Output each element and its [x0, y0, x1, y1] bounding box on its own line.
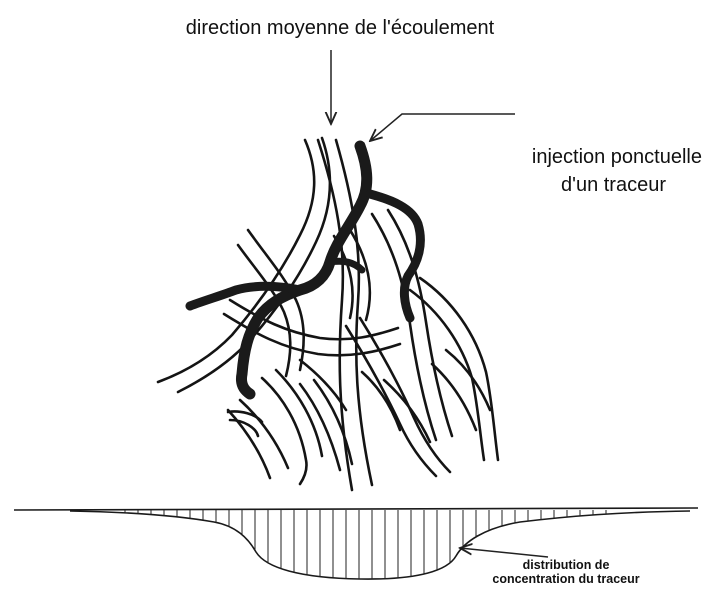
- distribution-label-line2: concentration du traceur: [492, 572, 639, 586]
- fracture-network: [158, 138, 498, 490]
- distribution-label-line1: distribution de: [523, 558, 610, 572]
- tracer-plume: [190, 146, 420, 394]
- flow-direction-label: direction moyenne de l'écoulement: [186, 17, 495, 39]
- ground-line: [14, 508, 698, 510]
- injection-label-line1: injection ponctuelle: [532, 146, 702, 168]
- injection-label-line2: d'un traceur: [561, 174, 666, 196]
- injection-arrow: [370, 114, 515, 141]
- distribution-arrow: [460, 548, 548, 557]
